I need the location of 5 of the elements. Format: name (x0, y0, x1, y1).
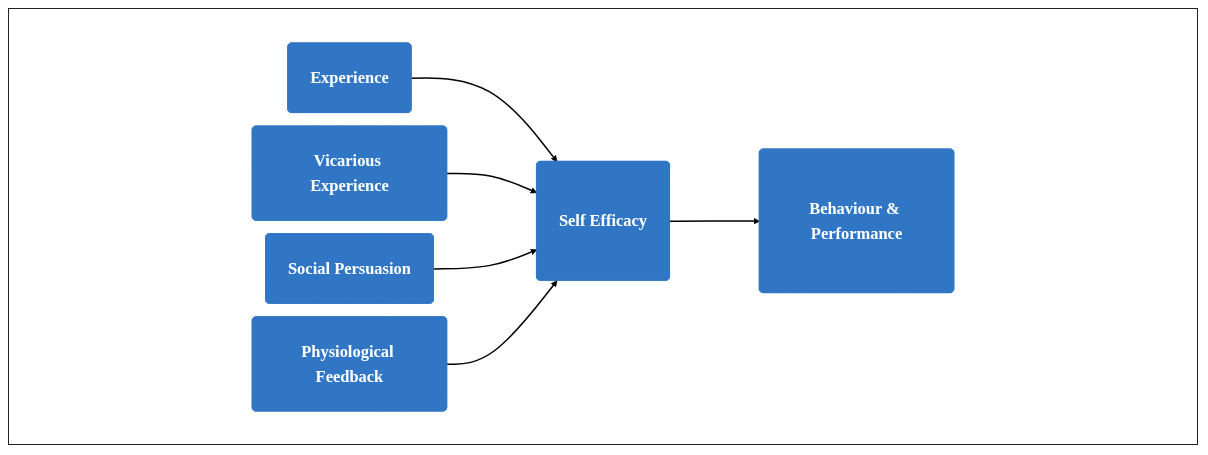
arrow (446, 279, 558, 365)
arrow (669, 217, 760, 224)
arrow (410, 76, 558, 162)
arrow (446, 172, 538, 193)
arrow (433, 248, 538, 270)
